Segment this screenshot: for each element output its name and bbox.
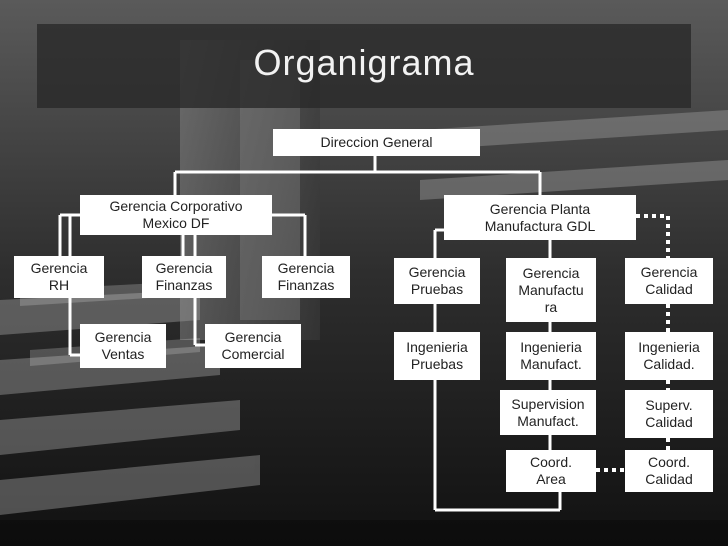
node-coord-calidad: Coord. Calidad xyxy=(625,450,713,492)
node-gerencia-manufactura: Gerencia Manufactu ra xyxy=(506,258,596,322)
node-gerencia-planta: Gerencia Planta Manufactura GDL xyxy=(444,195,636,240)
node-gerencia-corporativo: Gerencia Corporativo Mexico DF xyxy=(80,195,272,235)
node-gerencia-calidad: Gerencia Calidad xyxy=(625,258,713,304)
node-gerencia-finanzas-1: Gerencia Finanzas xyxy=(142,256,226,298)
node-gerencia-comercial: Gerencia Comercial xyxy=(205,324,301,368)
node-direccion-general: Direccion General xyxy=(273,129,480,156)
node-supervision-manufact: Supervision Manufact. xyxy=(500,390,596,435)
node-coord-area: Coord. Area xyxy=(506,450,596,492)
node-ingenieria-manufact: Ingenieria Manufact. xyxy=(506,332,596,380)
node-gerencia-rh: Gerencia RH xyxy=(14,256,104,298)
node-gerencia-finanzas-2: Gerencia Finanzas xyxy=(262,256,350,298)
node-gerencia-pruebas: Gerencia Pruebas xyxy=(394,258,480,304)
node-ingenieria-calidad: Ingenieria Calidad. xyxy=(625,332,713,380)
node-ingenieria-pruebas: Ingenieria Pruebas xyxy=(394,332,480,380)
node-gerencia-ventas: Gerencia Ventas xyxy=(80,324,166,368)
node-superv-calidad: Superv. Calidad xyxy=(625,390,713,438)
